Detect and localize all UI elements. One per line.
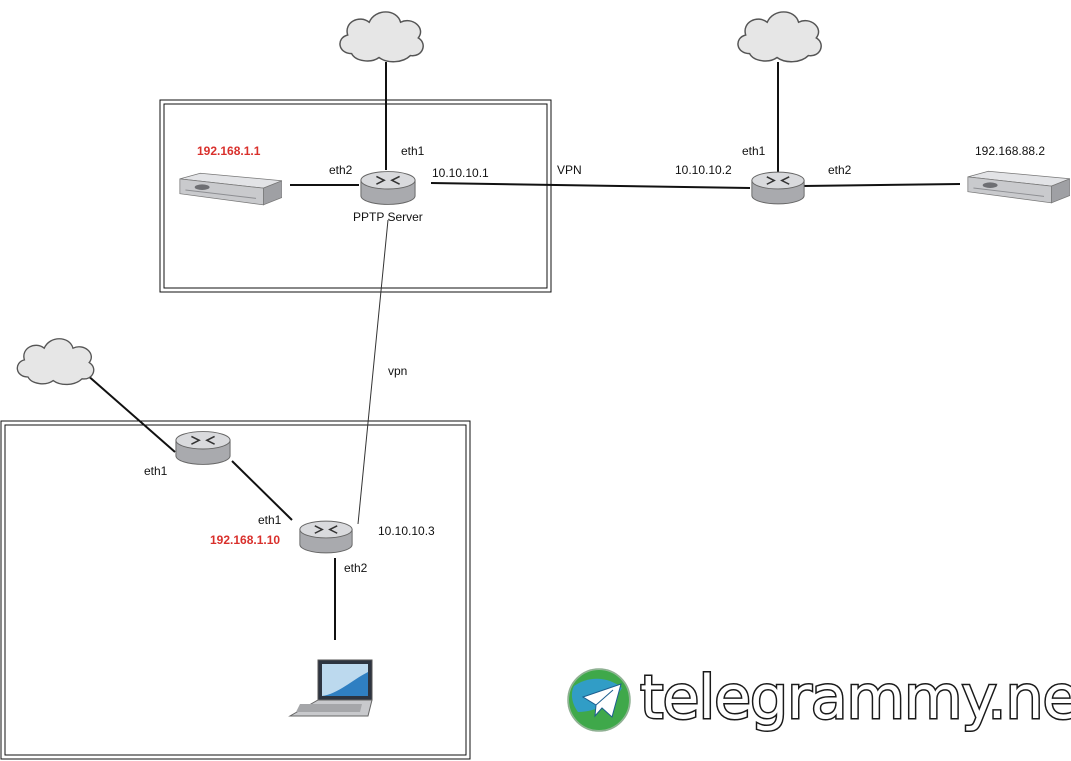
- server-icon: [179, 172, 282, 206]
- client-router-icon: [299, 520, 353, 554]
- client-vpn-ip-label: 10.10.10.3: [378, 524, 435, 538]
- client-site-box: [0, 420, 471, 760]
- watermark-text: telegrammy.net: [640, 663, 1071, 733]
- link-vpn-client: [357, 219, 389, 525]
- link-right-router-to-server: [802, 183, 961, 187]
- right-server-icon: [967, 170, 1070, 204]
- server-site-box: [159, 99, 552, 293]
- gateway-router-icon: [175, 430, 231, 466]
- gateway-eth1-label: eth1: [144, 464, 168, 478]
- cloud-icon: [339, 11, 424, 63]
- right-router-ip-label: 10.10.10.2: [675, 163, 732, 177]
- right-router-eth1-label: eth1: [742, 144, 766, 158]
- client-router-eth2-label: eth2: [344, 561, 368, 575]
- link-cloud-to-gateway: [85, 373, 176, 453]
- pptp-eth1-label: eth1: [401, 144, 425, 158]
- vpn-tunnel-label: VPN: [557, 163, 582, 177]
- right-router-eth2-label: eth2: [828, 163, 852, 177]
- server-eth2-label: eth2: [329, 163, 353, 177]
- vpn-client-label: vpn: [388, 364, 407, 378]
- telegram-logo-icon: [567, 668, 631, 732]
- link-vpn-tunnel: [430, 182, 751, 189]
- client-ip-label: 192.168.1.10: [210, 533, 280, 547]
- laptop-icon: [288, 659, 373, 717]
- pptp-server-router-icon: [360, 170, 416, 206]
- cloud-icon: [16, 338, 95, 386]
- client-router-eth1-label: eth1: [258, 513, 282, 527]
- server-ip-label: 192.168.1.1: [197, 144, 261, 158]
- right-router-icon: [751, 171, 805, 205]
- pptp-server-label: PPTP Server: [353, 210, 423, 224]
- pptp-ip-label: 10.10.10.1: [432, 166, 489, 180]
- cloud-icon: [737, 11, 822, 63]
- link-gateway-to-client-router: [231, 460, 293, 521]
- right-server-ip-label: 192.168.88.2: [975, 144, 1045, 158]
